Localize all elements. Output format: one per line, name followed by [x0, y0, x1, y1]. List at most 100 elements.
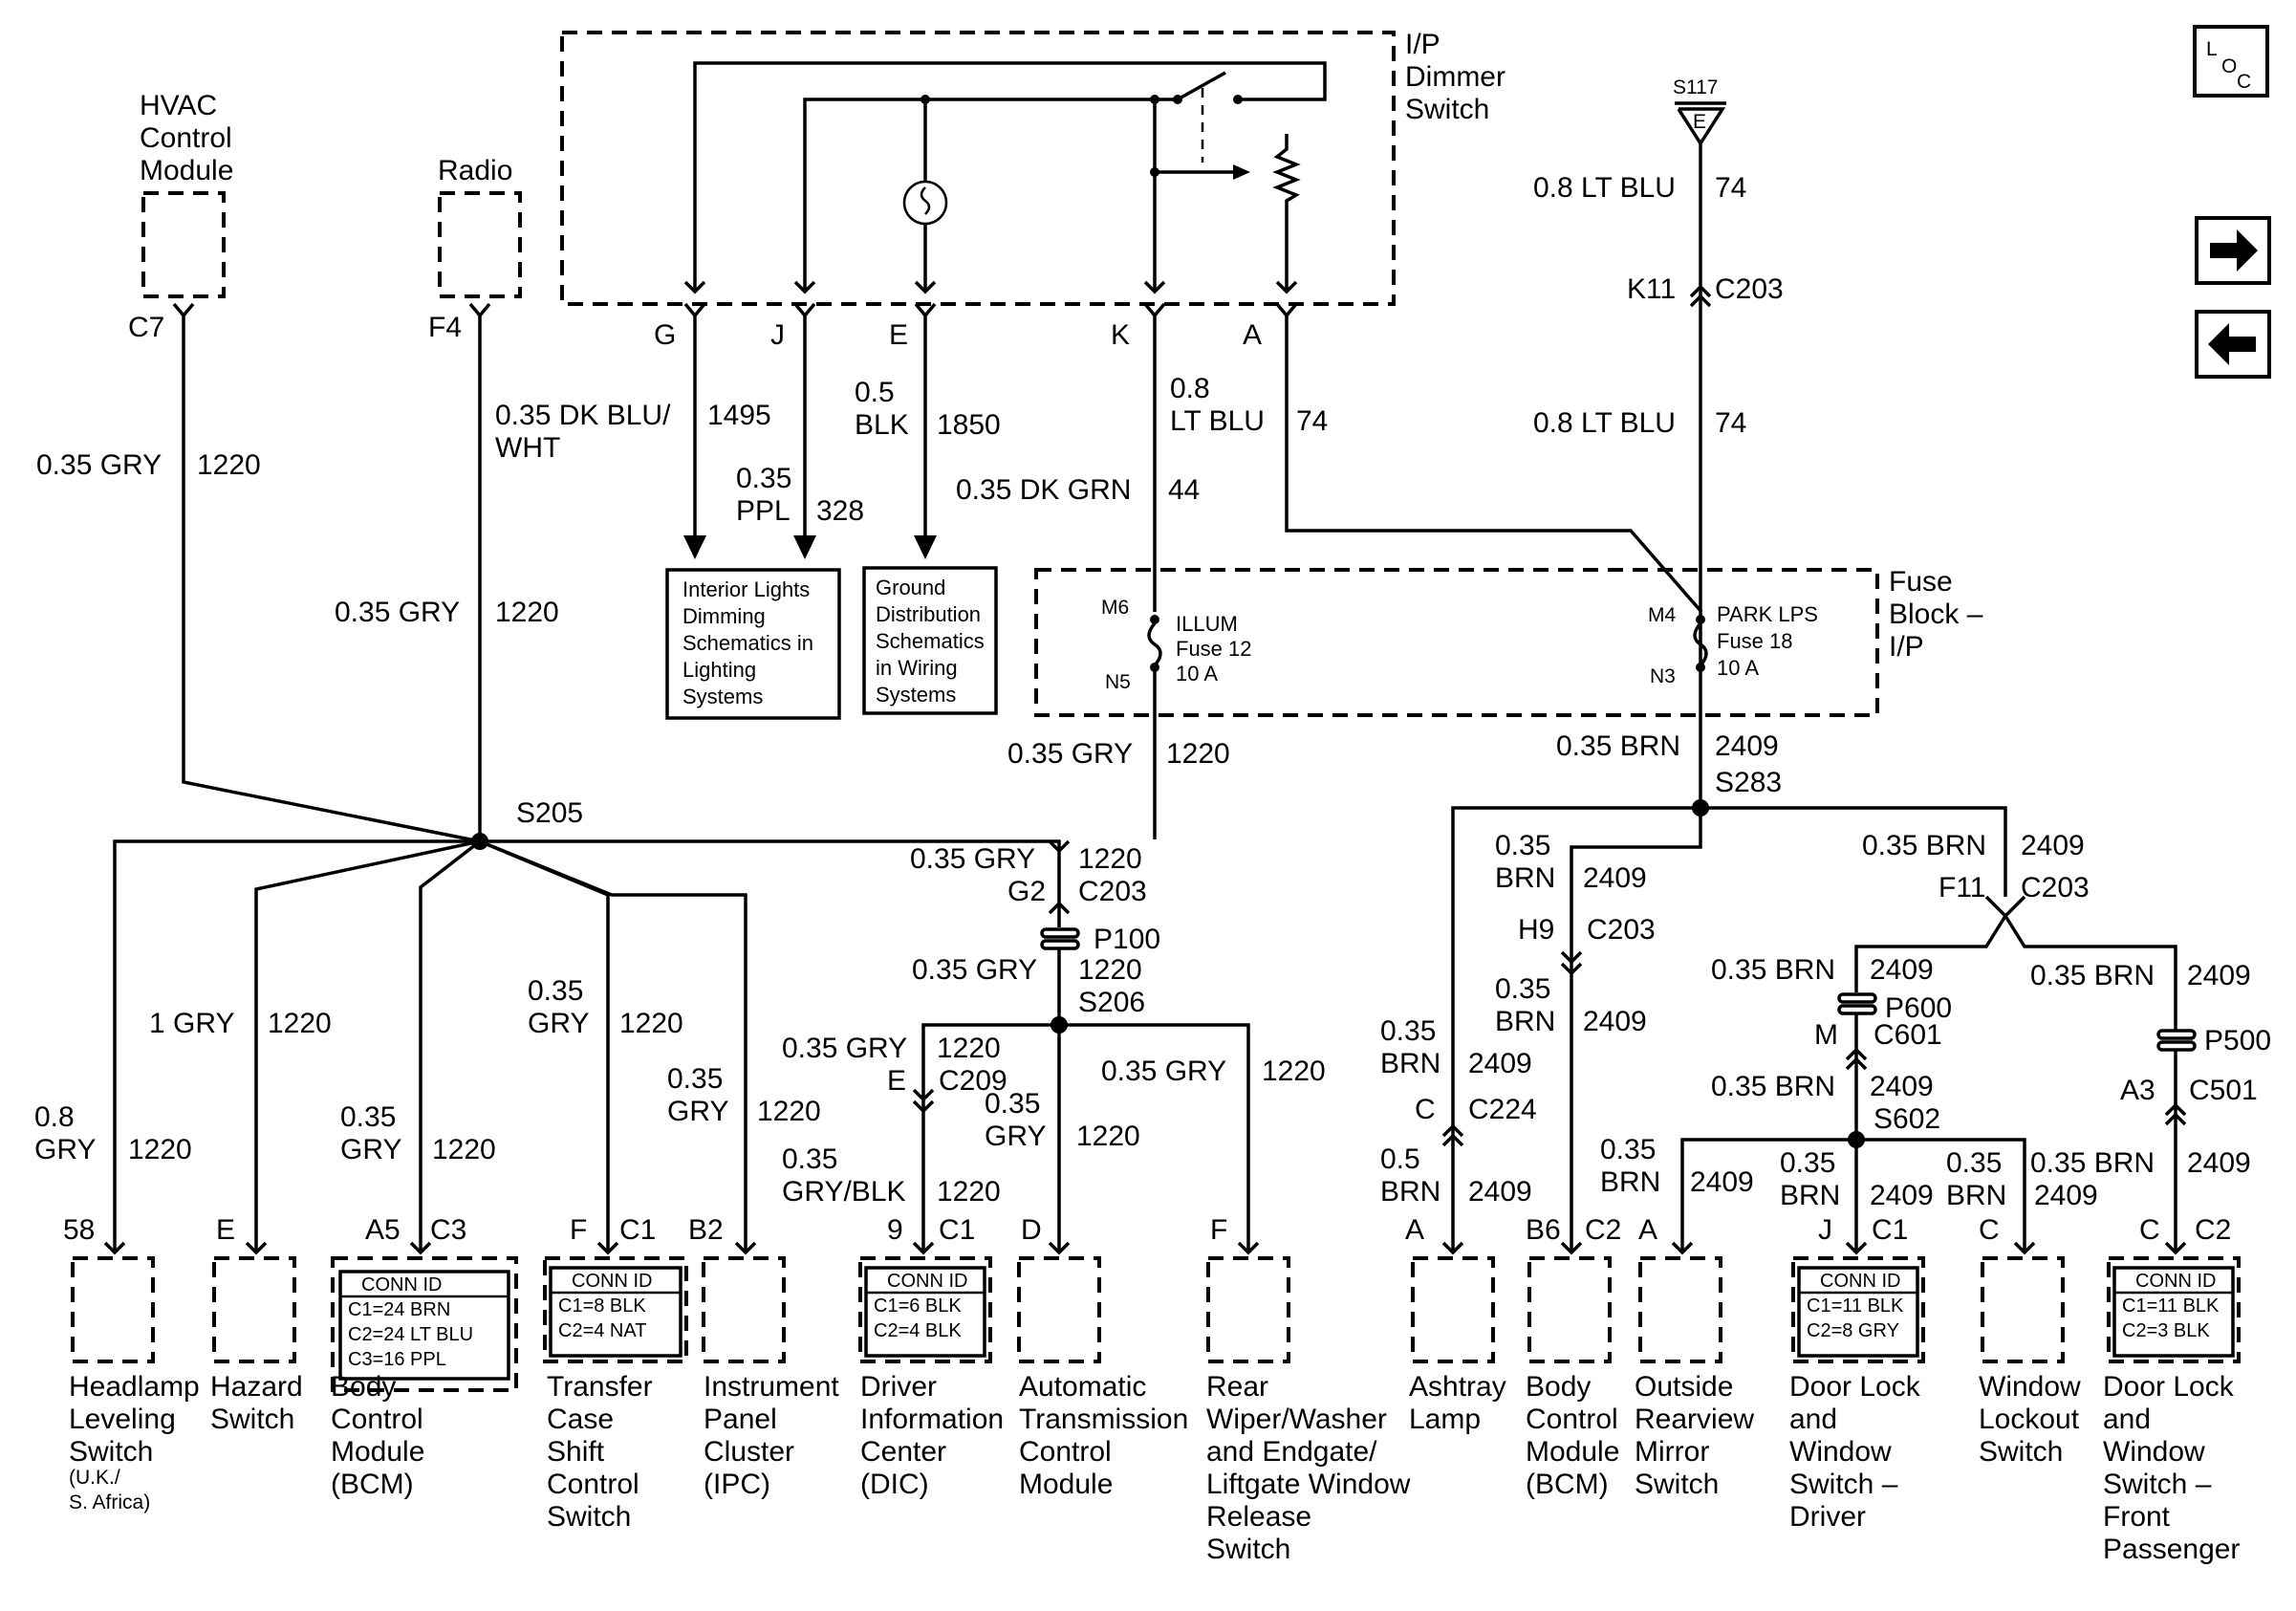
component-name-line: Switch –: [1789, 1469, 1898, 1500]
headlamp-wire-circuit: 1220: [128, 1134, 192, 1165]
ashtray-lower-size: 0.5: [1380, 1143, 1420, 1175]
bcm-wire-size: 0.35: [340, 1101, 396, 1133]
component-name-line: Instrument: [704, 1371, 839, 1403]
pass-upper-color: 0.35 BRN: [2030, 960, 2155, 991]
ipc-wire-size: 0.35: [667, 1063, 723, 1095]
component-name-line: Window: [2103, 1436, 2205, 1468]
rear-wire-color: 0.35 GRY: [1101, 1056, 1226, 1087]
p600-wire-circuit: 2409: [1870, 954, 1934, 986]
illum-pin-n5: N5: [1105, 671, 1131, 693]
component-name-line: Module: [1019, 1469, 1113, 1500]
arrow-right-icon[interactable]: [2195, 216, 2271, 285]
mirror-wire-color: BRN: [1600, 1166, 1660, 1198]
c203-g2-pin: G2: [1007, 876, 1046, 907]
headlamp-wire-color: GRY: [34, 1134, 96, 1165]
fuse-block-title-3: I/P: [1889, 631, 1924, 663]
hvac-name-2: Control: [140, 122, 232, 154]
atcm-wire-color: GRY: [985, 1121, 1046, 1152]
c203-k11-conn: C203: [1715, 273, 1784, 305]
component-name-line: Body: [331, 1371, 396, 1403]
c501-conn: C501: [2189, 1075, 2258, 1106]
k-wire-size: 0.8: [1170, 373, 1210, 404]
lockout-wire-circuit: 2409: [2034, 1180, 2098, 1211]
ashtray-lower-circuit: 2409: [1468, 1176, 1532, 1208]
dimmer-title-3: Switch: [1405, 94, 1489, 125]
dimmer-pin-g: G: [654, 319, 676, 351]
component-box: [2107, 1256, 2241, 1363]
component-pin: C1: [939, 1214, 975, 1246]
pin-arrow: [2013, 1241, 2036, 1255]
component-pin: B2: [688, 1214, 724, 1246]
p100-wire-circuit: 1220: [1078, 954, 1142, 986]
ashtray-conn-id: C224: [1468, 1094, 1537, 1125]
component-name-line: Outside: [1635, 1371, 1733, 1403]
tcase-wire-color: GRY: [528, 1008, 589, 1039]
s117-wire-circuit: 74: [1715, 172, 1746, 204]
c203-g2-circuit: 1220: [1078, 843, 1142, 875]
ipc-wire-color: GRY: [667, 1096, 728, 1127]
conn-id-box: [338, 1270, 510, 1381]
svg-text:Dimming: Dimming: [682, 604, 766, 628]
tcase-wire-circuit: 1220: [619, 1008, 683, 1039]
pin-arrow: [1237, 1241, 1260, 1255]
pin-arrow: [734, 1241, 757, 1255]
component-name-line: Control: [1526, 1404, 1618, 1435]
arrow-left-icon[interactable]: [2195, 310, 2271, 379]
f11-pin: F11: [1939, 872, 1985, 903]
k-lower-color: 0.35 DK GRN: [956, 474, 1131, 506]
pin-arrow: [409, 1241, 432, 1255]
conn-id-box: [864, 1266, 986, 1358]
bcm-wire-circuit: 1220: [432, 1134, 496, 1165]
fuse-out-l-color: 0.35 GRY: [1007, 738, 1133, 770]
pin-arrow: [103, 1241, 126, 1255]
dic-c209-pin: E: [887, 1065, 906, 1097]
k-wire-circuit: 74: [1296, 405, 1328, 437]
illum-line-3: 10 A: [1176, 662, 1218, 686]
svg-text:L: L: [2206, 38, 2218, 60]
illum-pin-m6: M6: [1101, 597, 1129, 619]
conn-id-box: [549, 1266, 682, 1358]
conn-id-box: [2112, 1266, 2235, 1358]
s117-wire-color: 0.8 LT BLU: [1533, 172, 1676, 204]
pass-lower-color: 0.35 BRN: [2030, 1147, 2155, 1179]
s117-lower-color: 0.8 LT BLU: [1533, 407, 1676, 439]
ashtray-conn-pin: C: [1415, 1094, 1436, 1125]
loc-icon[interactable]: L O C: [2193, 25, 2269, 98]
component-name-line: Liftgate Window: [1206, 1469, 1411, 1500]
park-line-3: 10 A: [1717, 656, 1759, 680]
driver-wire-color: BRN: [1780, 1180, 1840, 1211]
bcm2-upper-size: 0.35: [1495, 830, 1550, 861]
lockout-wire-color: BRN: [1946, 1180, 2006, 1211]
s602-label: S602: [1874, 1103, 1940, 1135]
pass-lower-circuit: 2409: [2187, 1147, 2251, 1179]
conn-id-line: C2=4 BLK: [874, 1320, 962, 1341]
pin-arrow: [1048, 1241, 1071, 1255]
c601-pin: M: [1814, 1019, 1838, 1051]
component-box: [1017, 1256, 1101, 1363]
hvac-control-module: HVAC Control Module C7: [128, 90, 233, 343]
conn-id-line: C2=24 LT BLU: [348, 1324, 473, 1345]
radio-lower-circuit: 1220: [495, 597, 559, 628]
f11-conn: C203: [2021, 872, 2090, 903]
component-name-line: Window: [1789, 1436, 1892, 1468]
s602-wire-color: 0.35 BRN: [1711, 1071, 1835, 1102]
component-pin: C: [2139, 1214, 2160, 1246]
component-pin: E: [216, 1214, 235, 1246]
dic-c209-conn: C209: [939, 1065, 1007, 1097]
conn-id-line: CONN ID: [572, 1271, 652, 1292]
e-wire-size: 0.5: [855, 377, 895, 408]
component-name-line: (DIC): [860, 1469, 929, 1500]
component-box: [1527, 1256, 1612, 1363]
conn-id-line: CONN ID: [1820, 1271, 1900, 1292]
component-name-line: Switch: [69, 1436, 153, 1468]
component-name-line: Lamp: [1409, 1404, 1481, 1435]
p600-label: P600: [1885, 992, 1952, 1024]
dic-wire-color: GRY/BLK: [782, 1176, 906, 1208]
component-name-line: Switch: [1635, 1469, 1719, 1500]
component-name-line: Center: [860, 1436, 946, 1468]
